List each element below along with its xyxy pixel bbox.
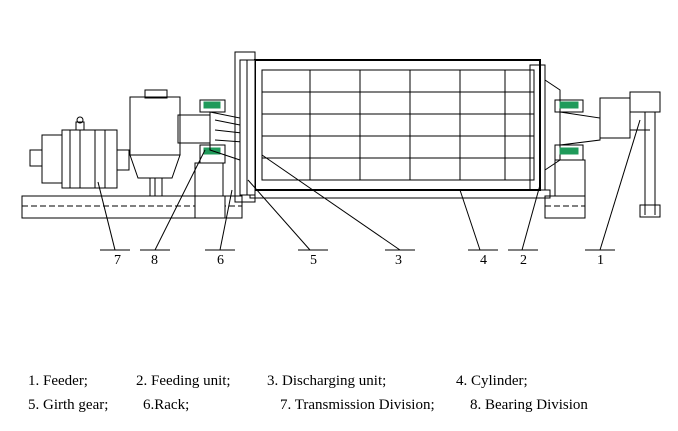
- mill-shell: [234, 51, 561, 203]
- callout-7: 7: [114, 253, 121, 268]
- left-bearing: [177, 99, 226, 197]
- callout-3: 3: [395, 253, 402, 268]
- callout-2: 2: [520, 253, 527, 268]
- feeder: [599, 91, 661, 218]
- motor: [29, 116, 130, 189]
- callout-1: 1: [597, 253, 604, 268]
- callout-4: 4: [480, 253, 487, 268]
- callout-5: 5: [310, 253, 317, 268]
- callout-8: 8: [151, 253, 158, 268]
- reducer-hopper: [129, 89, 181, 197]
- right-bearing: [554, 99, 601, 161]
- girth-gear: [239, 59, 256, 196]
- callout-numbers: 7 8 6 5 3 4 2 1: [114, 253, 604, 268]
- leader-lines: [97, 119, 641, 251]
- callout-6: 6: [217, 253, 224, 268]
